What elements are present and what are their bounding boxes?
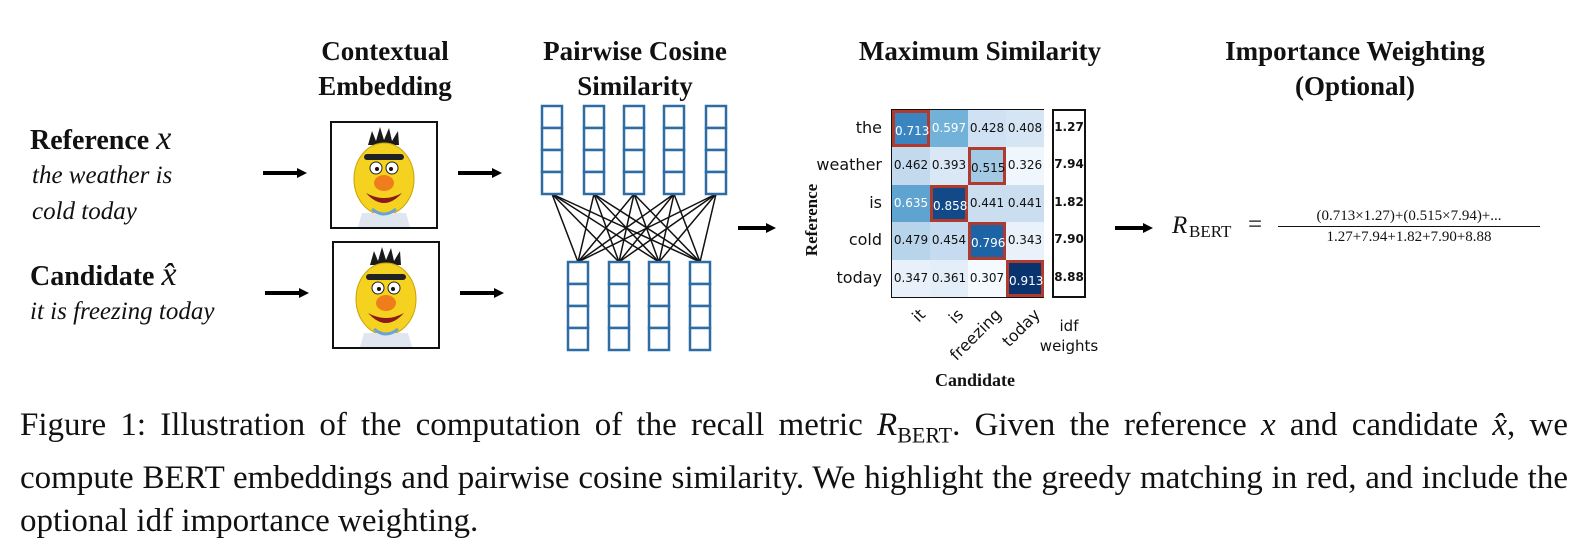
caption-part4: , we compute BERT embeddings and pairwis…	[20, 407, 1568, 539]
reference-embedding-vector	[540, 104, 564, 196]
cosine-title-line2: Similarity	[577, 71, 693, 101]
pipeline-arrows	[263, 168, 1153, 298]
embedding-title-line1: Contextual	[321, 36, 449, 66]
idf-label: idf weights	[1034, 316, 1104, 356]
idf-weight-value: 1.82	[1054, 194, 1084, 209]
reference-text-line2: cold today	[32, 198, 137, 225]
candidate-embedding-vector	[607, 260, 631, 352]
heatmap-cell: 0.635	[892, 184, 930, 223]
heatmap-cell: 0.393	[930, 147, 968, 185]
formula-lhs-sub: BERT	[1189, 222, 1232, 241]
heatmap-cell: 0.361	[930, 259, 968, 297]
candidate-embedding-vector	[688, 260, 712, 352]
caption-part1: Figure 1: Illustration of the computatio…	[20, 407, 878, 443]
reference-embedding-vector	[622, 104, 646, 196]
bert-character-icon	[355, 247, 417, 347]
reference-text-line1: the weather is	[32, 162, 173, 189]
candidate-embedding-vector	[647, 260, 671, 352]
cosine-title-line1: Pairwise Cosine	[543, 36, 727, 66]
heatmap-cell: 0.454	[930, 222, 968, 260]
bert-character-icon	[353, 127, 415, 227]
candidate-text: it is freezing today	[30, 294, 214, 330]
candidate-label-text: Candidate	[30, 261, 155, 292]
idf-weight-value: 8.88	[1054, 269, 1084, 284]
importance-title-line1: Importance Weighting	[1225, 36, 1485, 66]
rbert-formula: R BERT = (0.713×1.27)+(0.515×7.94)+... 1…	[1172, 208, 1562, 252]
idf-label-line2: weights	[1039, 337, 1099, 355]
formula-equals: =	[1248, 211, 1263, 238]
heatmap-cell: 0.796	[968, 222, 1006, 260]
reference-label-text: Reference	[30, 125, 150, 156]
reference-embedding-vector	[662, 104, 686, 196]
candidate-label: Candidate x̂	[30, 256, 177, 294]
heatmap-xlabel: Candidate	[934, 370, 1015, 390]
formula-denominator: 1.27+7.94+1.82+7.90+8.88	[1326, 229, 1492, 245]
heatmap-cell: 0.515	[968, 147, 1006, 185]
maxsim-title-line1: Maximum Similarity	[858, 36, 1102, 66]
embedding-title-line2: Embedding	[318, 71, 452, 101]
caption-r: R	[877, 407, 898, 443]
heatmap-cell: 0.428	[968, 110, 1006, 148]
heatmap-cell: 0.858	[930, 184, 968, 223]
cosine-diagram	[540, 104, 728, 352]
heatmap-cell: 0.441	[1006, 184, 1044, 223]
reference-text: the weather is cold today	[32, 158, 172, 230]
heatmap-cell: 0.462	[892, 147, 930, 185]
caption-xhat: x̂	[1492, 407, 1508, 443]
heatmap-row-label: weather	[816, 155, 882, 175]
bert-portrait-reference	[330, 121, 438, 229]
heatmap-cell: 0.408	[1006, 110, 1044, 148]
caption-idf: idf	[136, 502, 174, 539]
heatmap-cell: 0.713	[892, 110, 930, 148]
caption-part5: importance weighting.	[173, 502, 479, 539]
reference-var: x	[156, 120, 172, 157]
heatmap-cell: 0.307	[968, 259, 1006, 297]
similarity-edges	[551, 193, 717, 263]
formula-lhs: R	[1172, 212, 1188, 239]
reference-label: Reference x	[30, 120, 171, 158]
caption-part3: and candidate	[1275, 407, 1493, 443]
embedding-title: Contextual Embedding	[300, 34, 470, 104]
heatmap-cell: 0.597	[930, 110, 968, 148]
heatmap-cell: 0.913	[1006, 259, 1044, 297]
figure-caption: Figure 1: Illustration of the computatio…	[20, 404, 1568, 543]
heatmap-row-label: today	[836, 267, 883, 287]
idf-weight-value: 7.90	[1054, 232, 1084, 247]
caption-x: x	[1260, 407, 1276, 443]
heatmap-cell: 0.347	[892, 259, 930, 297]
importance-title-line2: (Optional)	[1294, 71, 1415, 101]
heatmap-row-label: cold	[848, 230, 882, 250]
formula-fraction: (0.713×1.27)+(0.515×7.94)+... 1.27+7.94+…	[1278, 208, 1540, 245]
reference-embedding-vector	[582, 104, 606, 196]
cosine-title: Pairwise Cosine Similarity	[520, 34, 750, 104]
caption-r-sub: BERT	[897, 422, 953, 448]
heatmap-cell: 0.326	[1006, 147, 1044, 185]
heatmap-cell: 0.343	[1006, 222, 1044, 260]
candidate-text-line1: it is freezing today	[30, 298, 215, 325]
formula-numerator: (0.713×1.27)+(0.515×7.94)+...	[1316, 208, 1502, 224]
idf-weight-value: 1.27	[1054, 120, 1084, 134]
bert-portrait-candidate	[332, 241, 440, 349]
idf-weight-value: 7.94	[1054, 157, 1084, 172]
candidate-var: x̂	[161, 256, 177, 293]
importance-title: Importance Weighting (Optional)	[1195, 34, 1515, 104]
candidate-embedding-vector	[566, 260, 590, 352]
reference-embedding-vector	[704, 104, 728, 196]
heatmap-cell: 0.479	[892, 222, 930, 260]
maxsim-title: Maximum Similarity	[830, 34, 1130, 69]
heatmap-cell: 0.441	[968, 184, 1006, 223]
idf-label-line1: idf	[1059, 317, 1079, 335]
heatmap-row-label: is	[869, 192, 882, 212]
heatmap-row-label: the	[855, 118, 882, 137]
formula-fraction-bar	[1278, 226, 1540, 227]
idf-weights-column: 1.27 7.94 1.82 7.90 8.88	[1052, 109, 1086, 298]
caption-part2: . Given the reference	[952, 407, 1261, 443]
